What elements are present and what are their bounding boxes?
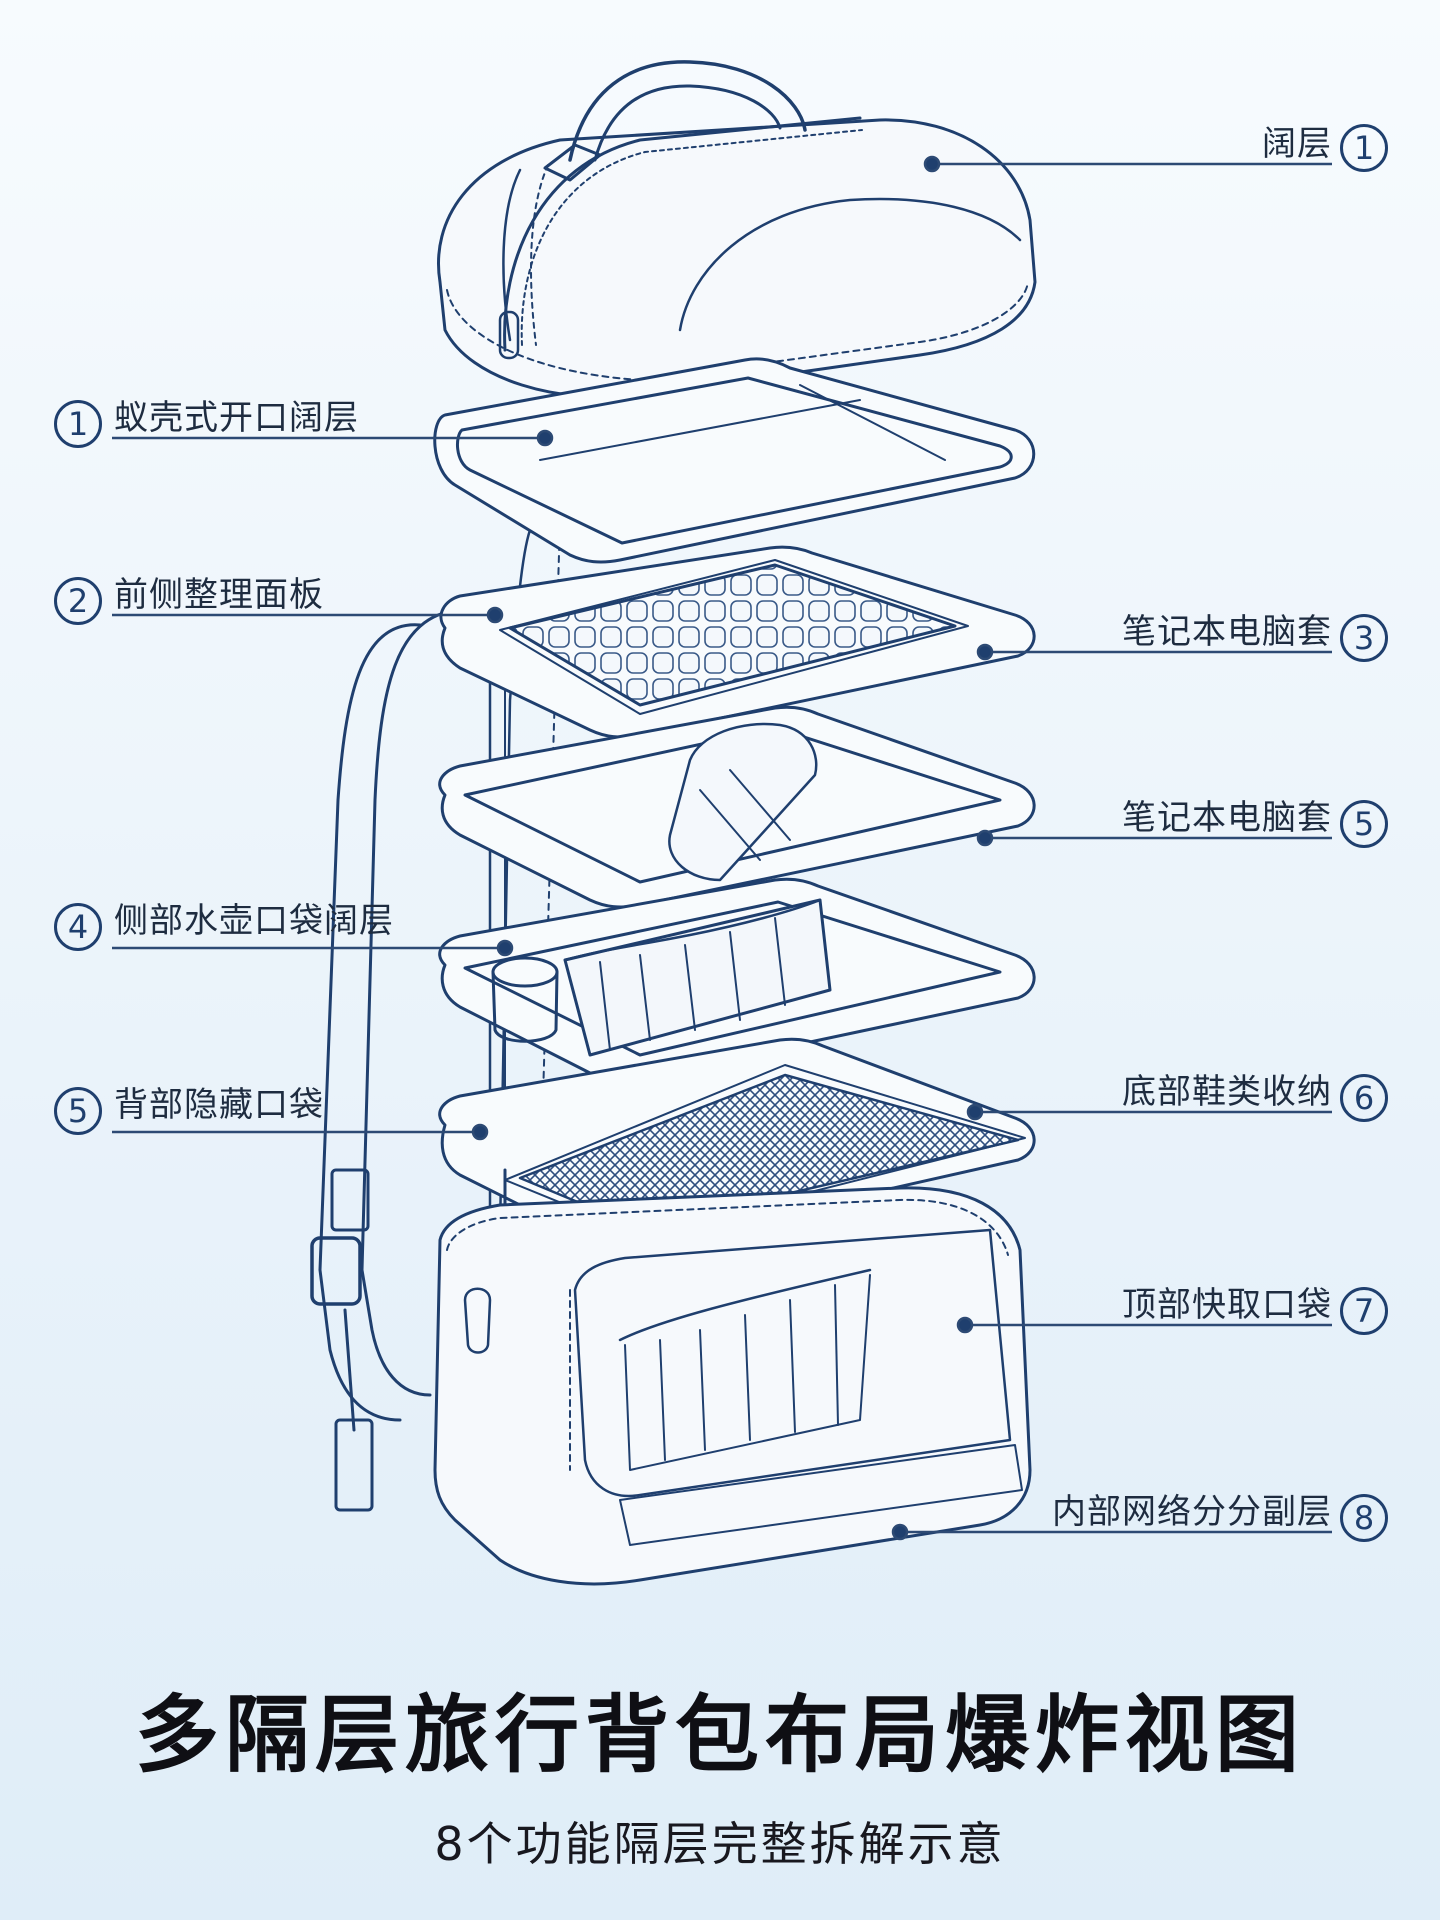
- callout-right-5-label: 笔记本电脑套: [1122, 798, 1332, 838]
- callout-right-5-number: 5: [1340, 800, 1388, 848]
- page-title: 多隔层旅行背包布局爆炸视图: [134, 1686, 1305, 1784]
- callout-right-3-label: 笔记本电脑套: [1122, 612, 1332, 652]
- shoulder-strap: [318, 623, 422, 1422]
- callout-right-1-number: 1: [1340, 124, 1388, 172]
- callout-right-1-label: 阔层: [1262, 124, 1332, 164]
- top-handle: [568, 60, 807, 162]
- callout-left-2-number: 2: [54, 577, 102, 625]
- callout-left-1-label: 蚁壳式开口阔层: [114, 398, 359, 438]
- layer-laptop-tray: [438, 705, 1036, 909]
- page-subtitle: 8个功能隔层完整拆解示意: [434, 1817, 1006, 1871]
- callout-left-4-number: 4: [54, 903, 102, 951]
- callout-right-8-label: 内部网络分分副层: [1052, 1492, 1332, 1532]
- callout-right-3-number: 3: [1340, 614, 1388, 662]
- strap-buckle: [310, 1236, 362, 1306]
- callout-left-5-number: 5: [54, 1087, 102, 1135]
- callout-left-1-number: 1: [54, 400, 102, 448]
- callout-left-5-label: 背部隐藏口袋: [114, 1085, 324, 1125]
- layer-mesh-panel: [438, 1037, 1036, 1249]
- backpack-exploded-diagram: [112, 60, 1332, 1586]
- callout-left-2-label: 前侧整理面板: [114, 575, 324, 615]
- layer-organizer-panel: [439, 545, 1036, 739]
- callout-right-7-label: 顶部快取口袋: [1122, 1285, 1332, 1325]
- bottom-compartment: [433, 1186, 1032, 1586]
- callout-right-6-label: 底部鞋类收纳: [1122, 1072, 1332, 1112]
- callout-right-7-number: 7: [1340, 1287, 1388, 1335]
- callout-left-4-label: 侧部水壶口袋阔层: [114, 901, 394, 941]
- top-lid: [437, 60, 1037, 399]
- layer-bottle-pocket: [438, 877, 1036, 1082]
- layer-frame-1: [433, 357, 1036, 564]
- callout-right-6-number: 6: [1340, 1074, 1388, 1122]
- callout-right-8-number: 8: [1340, 1494, 1388, 1542]
